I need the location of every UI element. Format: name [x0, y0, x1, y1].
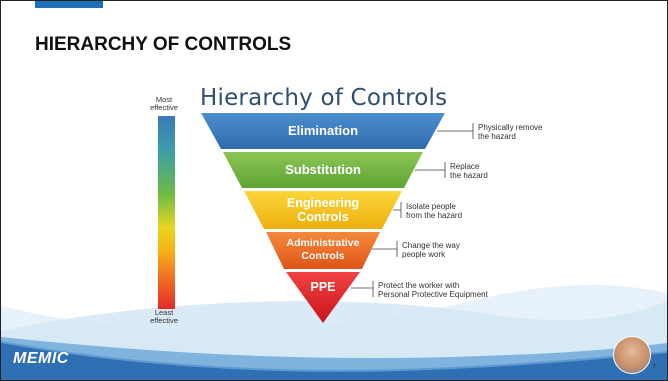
level-label-administrative-line1: Administrative: [286, 237, 360, 249]
level-label-elimination: Elimination: [287, 123, 359, 138]
description-elimination-line1: Physically remove: [478, 123, 543, 132]
pyramid-level-substitution: [223, 152, 423, 188]
description-substitution: Replace the hazard: [450, 162, 590, 180]
description-administrative: Change the way people work: [402, 241, 542, 259]
description-ppe-line2: Personal Protective Equipment: [378, 290, 488, 299]
top-accent-bar: [35, 1, 103, 8]
level-label-administrative-line2: Controls: [301, 250, 345, 262]
description-administrative-line2: people work: [402, 250, 446, 259]
pyramid-level-elimination: [201, 113, 445, 149]
slide-title: HIERARCHY OF CONTROLS: [35, 34, 292, 55]
wave-dark: [1, 341, 667, 380]
effectiveness-gradient-bar: [158, 116, 175, 309]
page-number: 7: [652, 364, 656, 371]
connector-administrative: [372, 241, 398, 257]
description-elimination-line2: the hazard: [478, 132, 516, 141]
level-label-engineering-line1: Engineering: [286, 196, 360, 210]
pyramid-title: Hierarchy of Controls: [200, 85, 448, 111]
connector-ppe: [351, 281, 374, 297]
presenter-avatar: [613, 336, 651, 374]
level-label-substitution: Substitution: [285, 162, 361, 177]
description-substitution-line2: the hazard: [450, 171, 488, 180]
description-ppe-line1: Protect the worker with: [378, 281, 460, 290]
pyramid-level-engineering: [244, 191, 402, 229]
brand-logo: MEMIC: [13, 350, 69, 367]
description-administrative-line1: Change the way: [402, 241, 460, 250]
description-elimination: Physically remove the hazard: [478, 123, 618, 141]
description-ppe: Protect the worker with Personal Protect…: [378, 281, 548, 299]
wave-mid: [1, 337, 667, 372]
pyramid-level-administrative: [266, 232, 380, 269]
least-effective-label: Least effective: [150, 308, 178, 325]
pyramid-level-ppe: [286, 272, 360, 323]
level-label-engineering: Engineering Controls: [253, 196, 393, 224]
level-label-ppe: PPE: [310, 280, 336, 294]
description-engineering-line2: from the hazard: [406, 211, 463, 220]
level-label-engineering-line2: Controls: [297, 210, 349, 224]
callout-connectors: [351, 123, 474, 297]
connector-substitution: [415, 162, 446, 178]
connector-engineering: [393, 202, 402, 218]
description-engineering: Isolate people from the hazard: [406, 202, 546, 220]
description-engineering-line1: Isolate people: [406, 202, 456, 211]
connector-elimination: [437, 123, 474, 139]
description-substitution-line1: Replace: [450, 162, 480, 171]
most-effective-label: Most effective: [150, 95, 178, 112]
level-label-administrative: Administrative Controls: [263, 237, 383, 263]
